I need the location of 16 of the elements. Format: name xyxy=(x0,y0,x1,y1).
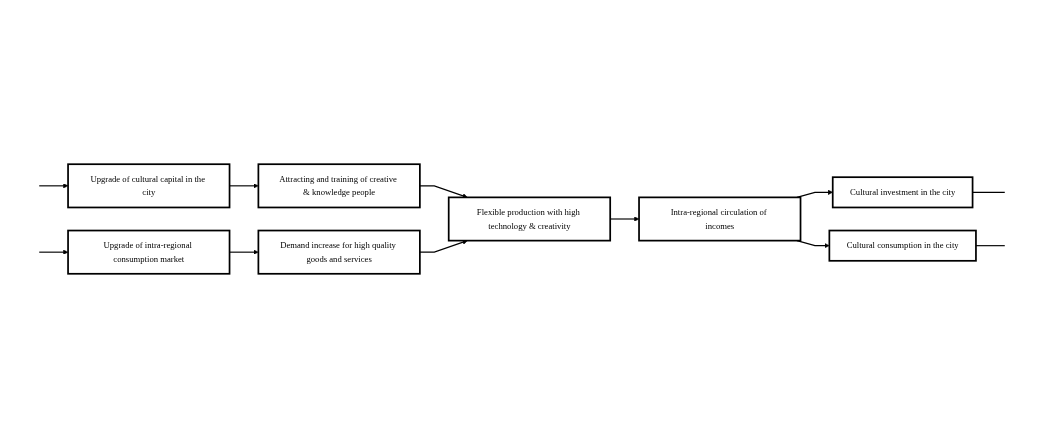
node-box: Attracting and training of creative & knowledge people xyxy=(257,163,421,209)
node-box: Cultural investment in the city xyxy=(831,176,974,209)
node-box: Intra-regional circulation of incomes xyxy=(638,196,802,242)
node-box: Upgrade of intra-regional consumption market xyxy=(67,229,231,275)
arrow xyxy=(796,240,830,249)
arrow xyxy=(419,239,468,253)
arrow xyxy=(38,183,69,189)
connector xyxy=(975,245,1006,247)
connector xyxy=(972,191,1006,193)
node-box: Upgrade of cultural capital in the city xyxy=(67,163,231,209)
node-box: Demand increase for high quality goods and services xyxy=(257,229,421,275)
node-box: Cultural consumption in the city xyxy=(828,229,977,262)
arrow xyxy=(38,249,69,255)
arrow xyxy=(419,185,468,199)
arrow xyxy=(796,189,833,198)
node-box: Flexible production with high technology & creativity xyxy=(447,196,612,242)
